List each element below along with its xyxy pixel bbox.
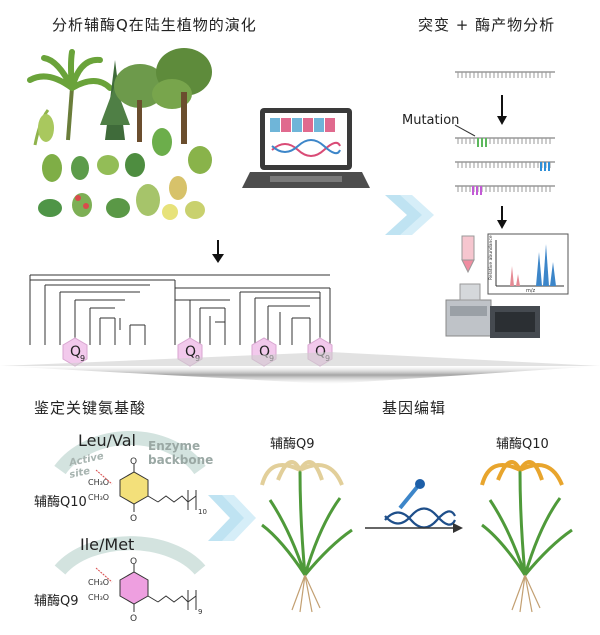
svg-text:O: O: [130, 514, 137, 524]
spectrum-plot: m/z Relative abundance: [487, 233, 569, 295]
gene-editing-title: 基因编辑: [382, 399, 447, 417]
evolution-title: 分析辅酶Q在陆生植物的演化: [52, 16, 257, 34]
q-letter: Q: [315, 344, 326, 360]
test-tube-icon: [461, 235, 475, 274]
active-site-line2: site: [68, 466, 91, 481]
methoxy-group: CH₃O: [88, 593, 109, 602]
chevron-right-icon: [208, 495, 256, 541]
dna-strands: [454, 71, 555, 229]
tree-leaf-labels: Q 9 Q 9 Q 9 Q 9: [62, 337, 333, 367]
dna-ticks: [457, 72, 551, 192]
svg-text:O: O: [130, 557, 137, 567]
residue-pair-leu-val: Leu/Val: [78, 431, 136, 450]
axis-x-label: m/z: [526, 288, 536, 294]
q-subscript: 9: [80, 354, 85, 363]
rice-q9-label: 辅酶Q9: [270, 436, 315, 452]
mass-spectrometer-icon: [445, 283, 540, 338]
right-arrow-icon: [365, 523, 463, 533]
mutation-label: Mutation: [402, 113, 459, 128]
chain-subscript: 9: [198, 608, 202, 616]
q9-hexagon: Q 9: [62, 337, 88, 367]
rice-q10-label: 辅酶Q10: [496, 436, 549, 452]
methoxy-group: CH₃O: [88, 578, 109, 587]
ubiquinone-q10-structure: O O CH₃O CH₃O 10: [88, 457, 207, 524]
residue-pair-ile-met: Ile/Met: [80, 535, 134, 554]
product-q9-label: 辅酶Q9: [34, 593, 79, 609]
svg-text:O: O: [130, 457, 137, 467]
mutation-analysis-title: 突变 + 酶产物分析: [418, 16, 556, 34]
axis-y-label: Relative abundance: [488, 235, 494, 280]
q-letter: Q: [259, 344, 270, 360]
plant-illustrations: [27, 48, 212, 220]
q-letter: Q: [185, 344, 196, 360]
rice-plant-q10: [480, 460, 573, 613]
q-letter: Q: [70, 344, 81, 360]
gene-editing-dna-icon: [384, 479, 457, 529]
rice-plant-q9: [260, 460, 353, 613]
methoxy-group: CH₃O: [88, 478, 109, 487]
chain-subscript: 10: [198, 508, 207, 516]
phylogenetic-tree: [29, 274, 331, 345]
laptop-icon: [242, 108, 370, 188]
enzyme-label-line2: backbone: [148, 453, 213, 467]
product-q10-label: 辅酶Q10: [34, 494, 87, 510]
enzyme-arc: [54, 431, 206, 575]
ubiquinone-q9-structure: O O CH₃O CH₃O 9: [88, 557, 202, 624]
methoxy-group: CH₃O: [88, 493, 109, 502]
key-residues-title: 鉴定关键氨基酸: [34, 399, 147, 417]
svg-text:O: O: [130, 614, 137, 624]
down-arrow-icon: [212, 240, 224, 263]
enzyme-label-line1: Enzyme: [148, 439, 200, 453]
section-divider: [0, 352, 600, 384]
chevron-right-icon: [385, 195, 434, 235]
